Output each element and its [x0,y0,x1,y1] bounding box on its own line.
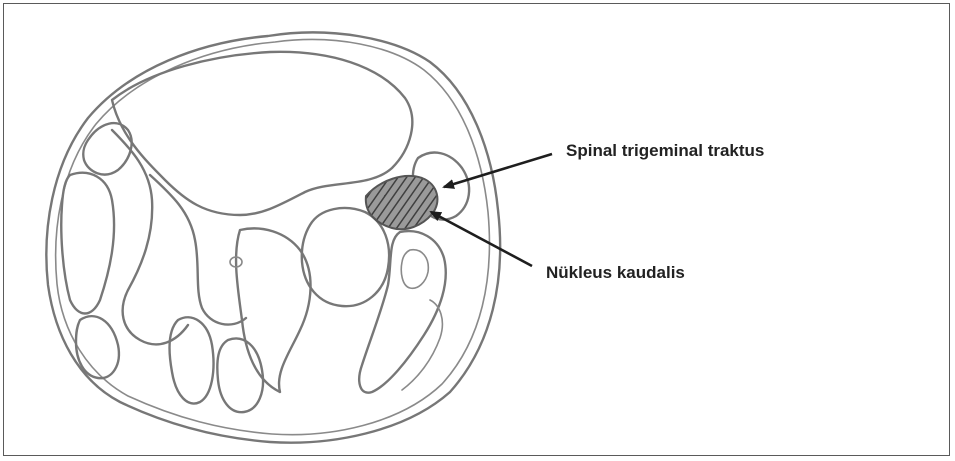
right-inner-detail [401,250,428,289]
left-inner-band [112,130,188,344]
arrow-spinal-tract [444,154,552,187]
label-nucleus-caudalis: Nükleus kaudalis [546,263,685,283]
left-lobe-middle [61,173,114,314]
label-spinal-trigeminal-tract: Spinal trigeminal traktus [566,141,764,161]
lower-oval-left [170,317,214,403]
lower-center-mass [236,228,310,392]
left-inner-band-2 [150,175,246,325]
left-lobe-lower [76,316,119,378]
lower-oval-middle [217,338,263,412]
right-elongated-region [359,231,446,393]
arrow-nucleus-caudalis [431,212,532,266]
right-round-region [302,208,389,306]
spinal-trigeminal-tract-region [366,176,438,229]
outer-outline-inner-stroke [56,40,490,435]
central-region [112,52,412,215]
